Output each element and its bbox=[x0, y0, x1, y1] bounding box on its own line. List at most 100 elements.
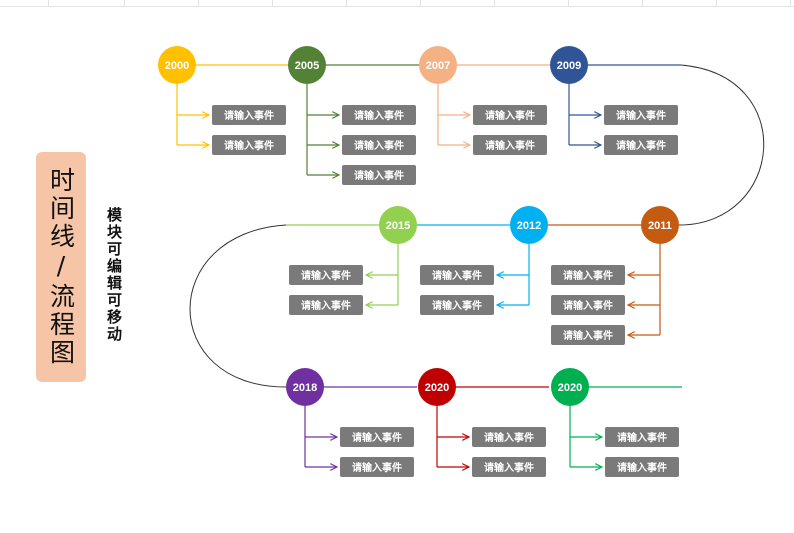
event-box[interactable]: 请输入事件 bbox=[340, 427, 414, 447]
milestone-year: 2018 bbox=[293, 382, 317, 394]
milestone-year: 2015 bbox=[386, 220, 410, 232]
event-label: 请输入事件 bbox=[616, 109, 666, 122]
milestone-circle bbox=[510, 206, 548, 244]
milestone-node[interactable]: 2018 bbox=[286, 368, 324, 406]
event-box[interactable]: 请输入事件 bbox=[472, 457, 546, 477]
milestone-node[interactable]: 2012 bbox=[510, 206, 548, 244]
event-label: 请输入事件 bbox=[354, 139, 404, 152]
spreadsheet-gridlines bbox=[0, 0, 794, 7]
event-box[interactable]: 请输入事件 bbox=[605, 427, 679, 447]
event-box-bg bbox=[605, 427, 679, 447]
event-box-bg bbox=[289, 295, 363, 315]
milestone-circle bbox=[419, 46, 457, 84]
event-label: 请输入事件 bbox=[224, 109, 274, 122]
milestone-node[interactable]: 2007 bbox=[419, 46, 457, 84]
event-box[interactable]: 请输入事件 bbox=[420, 265, 494, 285]
milestone-circle bbox=[418, 368, 456, 406]
event-label: 请输入事件 bbox=[485, 139, 535, 152]
event-box-bg bbox=[342, 135, 416, 155]
event-label: 请输入事件 bbox=[616, 139, 666, 152]
event-box-bg bbox=[605, 457, 679, 477]
milestone-circle bbox=[641, 206, 679, 244]
milestone-node[interactable]: 2011 bbox=[641, 206, 679, 244]
event-box[interactable]: 请输入事件 bbox=[420, 295, 494, 315]
milestone-node[interactable]: 2020 bbox=[418, 368, 456, 406]
event-box-bg bbox=[340, 427, 414, 447]
milestone-year: 2020 bbox=[558, 382, 582, 394]
event-box[interactable]: 请输入事件 bbox=[212, 135, 286, 155]
event-box-bg bbox=[472, 457, 546, 477]
milestone-circle bbox=[550, 46, 588, 84]
milestone-node[interactable]: 2009 bbox=[550, 46, 588, 84]
event-label: 请输入事件 bbox=[617, 431, 667, 444]
event-box[interactable]: 请输入事件 bbox=[551, 325, 625, 345]
event-box-bg bbox=[551, 325, 625, 345]
title-box[interactable]: 时间线/流程图 bbox=[36, 152, 86, 382]
milestone-year: 2005 bbox=[295, 60, 319, 72]
milestone-year: 2007 bbox=[426, 60, 450, 72]
milestone-circle bbox=[288, 46, 326, 84]
milestone-node[interactable]: 2005 bbox=[288, 46, 326, 84]
event-box-bg bbox=[289, 265, 363, 285]
event-label: 请输入事件 bbox=[432, 299, 482, 312]
connector-curve-right bbox=[678, 64, 765, 226]
event-box-bg bbox=[551, 265, 625, 285]
event-box[interactable]: 请输入事件 bbox=[604, 105, 678, 125]
timeline-subtitle: 模块可编辑可移动 bbox=[105, 207, 123, 343]
event-box[interactable]: 请输入事件 bbox=[342, 165, 416, 185]
event-box[interactable]: 请输入事件 bbox=[342, 105, 416, 125]
event-box-bg bbox=[604, 105, 678, 125]
milestone-node[interactable]: 2020 bbox=[551, 368, 589, 406]
event-label: 请输入事件 bbox=[485, 109, 535, 122]
event-label: 请输入事件 bbox=[484, 461, 534, 474]
milestone-year: 2011 bbox=[648, 220, 672, 232]
milestone-node[interactable]: 2015 bbox=[379, 206, 417, 244]
event-label: 请输入事件 bbox=[352, 431, 402, 444]
connector-curve-left bbox=[189, 224, 287, 388]
milestone-year: 2009 bbox=[557, 60, 581, 72]
event-box-bg bbox=[473, 105, 547, 125]
event-label: 请输入事件 bbox=[617, 461, 667, 474]
milestone-circle bbox=[286, 368, 324, 406]
milestone-circle bbox=[158, 46, 196, 84]
event-box-bg bbox=[473, 135, 547, 155]
event-box-bg bbox=[420, 265, 494, 285]
milestone-year: 2020 bbox=[425, 382, 449, 394]
event-label: 请输入事件 bbox=[484, 431, 534, 444]
event-box-bg bbox=[342, 105, 416, 125]
event-box[interactable]: 请输入事件 bbox=[289, 265, 363, 285]
event-label: 请输入事件 bbox=[224, 139, 274, 152]
event-label: 请输入事件 bbox=[352, 461, 402, 474]
event-box[interactable]: 请输入事件 bbox=[342, 135, 416, 155]
event-box-bg bbox=[342, 165, 416, 185]
milestone-node[interactable]: 2000 bbox=[158, 46, 196, 84]
event-box[interactable]: 请输入事件 bbox=[551, 295, 625, 315]
event-box[interactable]: 请输入事件 bbox=[604, 135, 678, 155]
event-box-bg bbox=[604, 135, 678, 155]
timeline-title: 时间线/流程图 bbox=[46, 167, 76, 367]
event-box[interactable]: 请输入事件 bbox=[289, 295, 363, 315]
event-label: 请输入事件 bbox=[301, 299, 351, 312]
event-box[interactable]: 请输入事件 bbox=[605, 457, 679, 477]
event-box-bg bbox=[472, 427, 546, 447]
event-box[interactable]: 请输入事件 bbox=[473, 135, 547, 155]
event-label: 请输入事件 bbox=[563, 329, 613, 342]
event-box-bg bbox=[420, 295, 494, 315]
event-label: 请输入事件 bbox=[432, 269, 482, 282]
event-label: 请输入事件 bbox=[354, 169, 404, 182]
event-box[interactable]: 请输入事件 bbox=[472, 427, 546, 447]
milestone-circle bbox=[379, 206, 417, 244]
milestone-circle bbox=[551, 368, 589, 406]
event-box-bg bbox=[212, 105, 286, 125]
event-box[interactable]: 请输入事件 bbox=[473, 105, 547, 125]
event-box-bg bbox=[551, 295, 625, 315]
event-label: 请输入事件 bbox=[563, 299, 613, 312]
event-box[interactable]: 请输入事件 bbox=[551, 265, 625, 285]
event-label: 请输入事件 bbox=[563, 269, 613, 282]
event-label: 请输入事件 bbox=[354, 109, 404, 122]
event-box[interactable]: 请输入事件 bbox=[212, 105, 286, 125]
milestone-year: 2012 bbox=[517, 220, 541, 232]
event-box-bg bbox=[212, 135, 286, 155]
event-box[interactable]: 请输入事件 bbox=[340, 457, 414, 477]
